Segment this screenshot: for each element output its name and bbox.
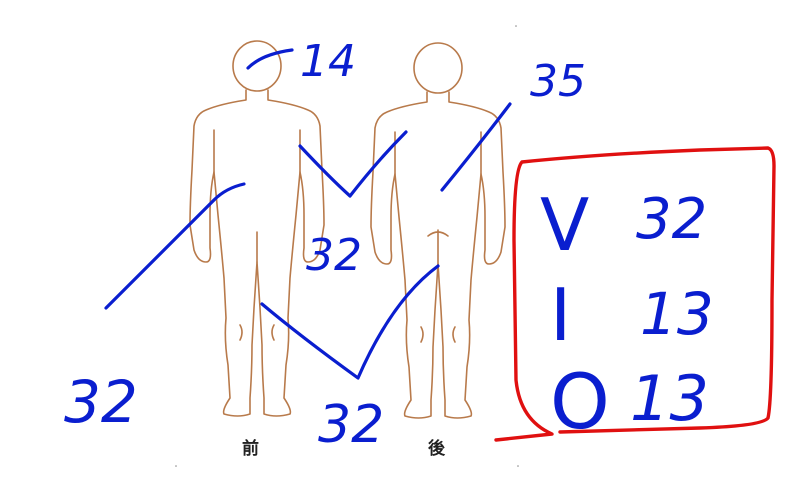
stray-dot [175,465,177,467]
front-label: 前 [242,438,259,459]
head-count: 14 [300,36,356,87]
arm-v-stroke [298,130,408,198]
summary-row-value-i: 13 [640,280,714,348]
summary-row-letter-i: I [550,273,571,357]
ink-annotations [104,48,512,380]
crotch-count: 32 [306,230,362,281]
summary-row-letter-o: O [550,357,610,446]
back-body-figure [370,42,506,419]
head-pointer-stroke [246,48,294,70]
summary-box-border [494,146,776,442]
back-label: 後 [428,438,446,459]
summary-row-letter-v: V [540,183,589,267]
summary-row-value-o: 13 [630,362,709,435]
summary-row-value-v: 32 [636,187,707,252]
upper-back-count: 35 [530,56,586,107]
stray-dot [517,465,519,467]
front-body-figure [189,40,325,417]
lower-back-count: 32 [318,395,384,455]
summary-rows: V 32 I 13 O 13 [540,183,714,446]
back-pointer-stroke [440,102,512,192]
leg-v-stroke [260,264,440,380]
front-pointer-stroke [104,182,246,310]
stray-dot [515,25,517,27]
front-leg-count: 32 [64,368,138,436]
